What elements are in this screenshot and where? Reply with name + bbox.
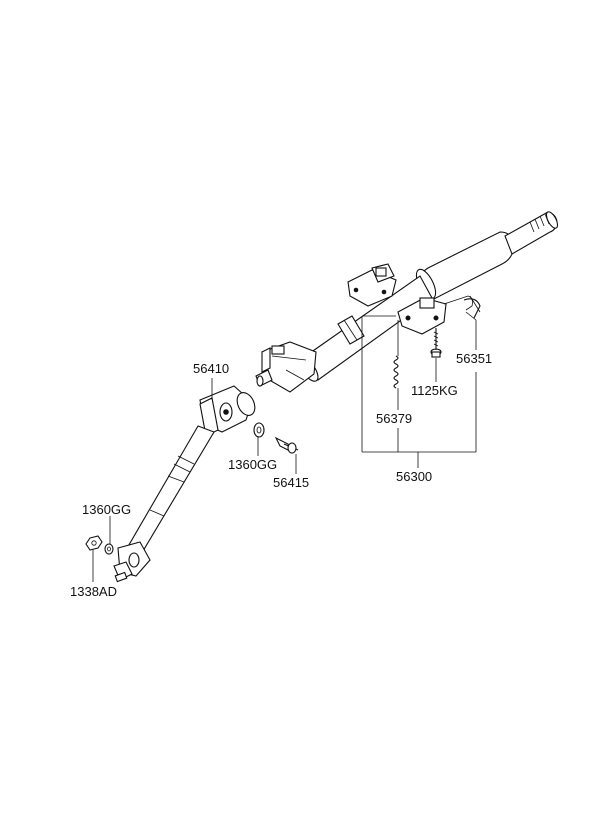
washer-1360gg-left <box>104 543 114 555</box>
label-56300: 56300 <box>396 469 433 484</box>
label-56379: 56379 <box>376 411 413 426</box>
label-1338ad: 1338AD <box>70 584 117 599</box>
spring-56379 <box>393 320 399 394</box>
lower-mounting-bracket <box>255 341 317 393</box>
tilt-bracket-assembly <box>397 295 481 335</box>
label-1360gg-left: 1360GG <box>82 502 132 517</box>
intermediate-shaft-56410 <box>113 385 256 583</box>
label-56410: 56410 <box>193 361 230 376</box>
label-56351: 56351 <box>456 351 493 366</box>
nut-1338ad <box>85 535 103 551</box>
bolt-1125kg <box>430 328 442 358</box>
label-56415: 56415 <box>273 475 310 490</box>
steering-column-tube <box>299 211 559 382</box>
leader-lines <box>92 311 477 582</box>
washer-1360gg-mid <box>253 422 265 438</box>
label-1125kg: 1125KG <box>411 383 458 398</box>
bolt-56415 <box>274 436 299 454</box>
upper-mounting-bracket <box>347 263 397 307</box>
label-1360gg-mid: 1360GG <box>228 457 278 472</box>
